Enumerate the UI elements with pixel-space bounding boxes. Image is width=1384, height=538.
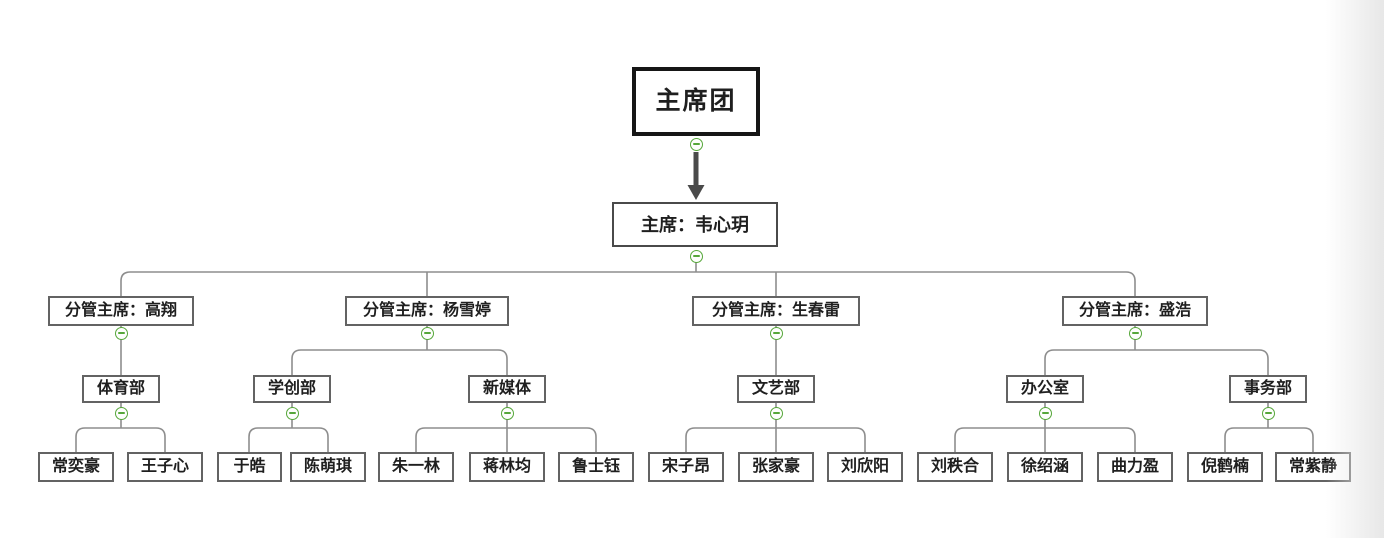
org-node-member[interactable]: 鲁士钰 [558,452,634,482]
org-node-department[interactable]: 文艺部 [737,375,815,403]
collapse-minus-icon[interactable] [1038,406,1052,420]
org-node-member[interactable]: 蒋林均 [469,452,545,482]
org-node-vice-chair[interactable]: 分管主席：盛浩 [1062,296,1208,326]
org-node-department[interactable]: 学创部 [253,375,331,403]
wire [1224,427,1314,452]
org-node-vice-chair[interactable]: 分管主席：杨雪婷 [345,296,509,326]
org-node-member[interactable]: 常奕豪 [38,452,114,482]
wire [75,427,166,452]
collapse-minus-icon[interactable] [769,326,783,340]
collapse-minus-icon[interactable] [114,406,128,420]
wire [1044,349,1269,375]
wire [120,271,1136,296]
org-node-department[interactable]: 办公室 [1006,375,1084,403]
collapse-minus-icon[interactable] [114,326,128,340]
collapse-minus-icon[interactable] [689,249,703,263]
minus-bar [692,255,700,257]
wire [248,427,329,452]
minus-bar [772,412,780,414]
arrow-head-icon [687,185,705,200]
minus-bar [772,332,780,334]
org-node-member[interactable]: 张家豪 [738,452,814,482]
org-node-member[interactable]: 王子心 [127,452,203,482]
collapse-minus-icon[interactable] [689,137,703,151]
org-node-member[interactable]: 刘秩合 [917,452,993,482]
minus-bar [1041,412,1049,414]
collapse-minus-icon[interactable] [769,406,783,420]
minus-bar [503,412,511,414]
org-node-chair[interactable]: 主席：韦心玥 [612,202,778,247]
collapse-minus-icon[interactable] [500,406,514,420]
org-node-member[interactable]: 倪鹤楠 [1187,452,1263,482]
org-node-root[interactable]: 主席团 [632,67,760,136]
minus-bar [1264,412,1272,414]
org-node-member[interactable]: 陈萌琪 [290,452,366,482]
org-node-member[interactable]: 曲力盈 [1097,452,1173,482]
org-node-member[interactable]: 徐绍涵 [1007,452,1083,482]
org-node-member[interactable]: 常紫静 [1275,452,1351,482]
collapse-minus-icon[interactable] [1128,326,1142,340]
minus-bar [288,412,296,414]
org-node-member[interactable]: 于皓 [217,452,282,482]
org-node-member[interactable]: 宋子昂 [648,452,724,482]
wire [291,349,508,375]
collapse-minus-icon[interactable] [285,406,299,420]
minus-bar [117,332,125,334]
org-node-member[interactable]: 刘欣阳 [827,452,903,482]
org-node-department[interactable]: 新媒体 [468,375,546,403]
collapse-minus-icon[interactable] [1261,406,1275,420]
wire [415,427,597,452]
minus-bar [117,412,125,414]
org-node-vice-chair[interactable]: 分管主席：高翔 [48,296,194,326]
org-node-department[interactable]: 体育部 [82,375,160,403]
org-node-vice-chair[interactable]: 分管主席：生春雷 [692,296,860,326]
minus-bar [692,143,700,145]
collapse-minus-icon[interactable] [420,326,434,340]
minus-bar [423,332,431,334]
org-node-department[interactable]: 事务部 [1229,375,1307,403]
minus-bar [1131,332,1139,334]
org-node-member[interactable]: 朱一林 [378,452,454,482]
